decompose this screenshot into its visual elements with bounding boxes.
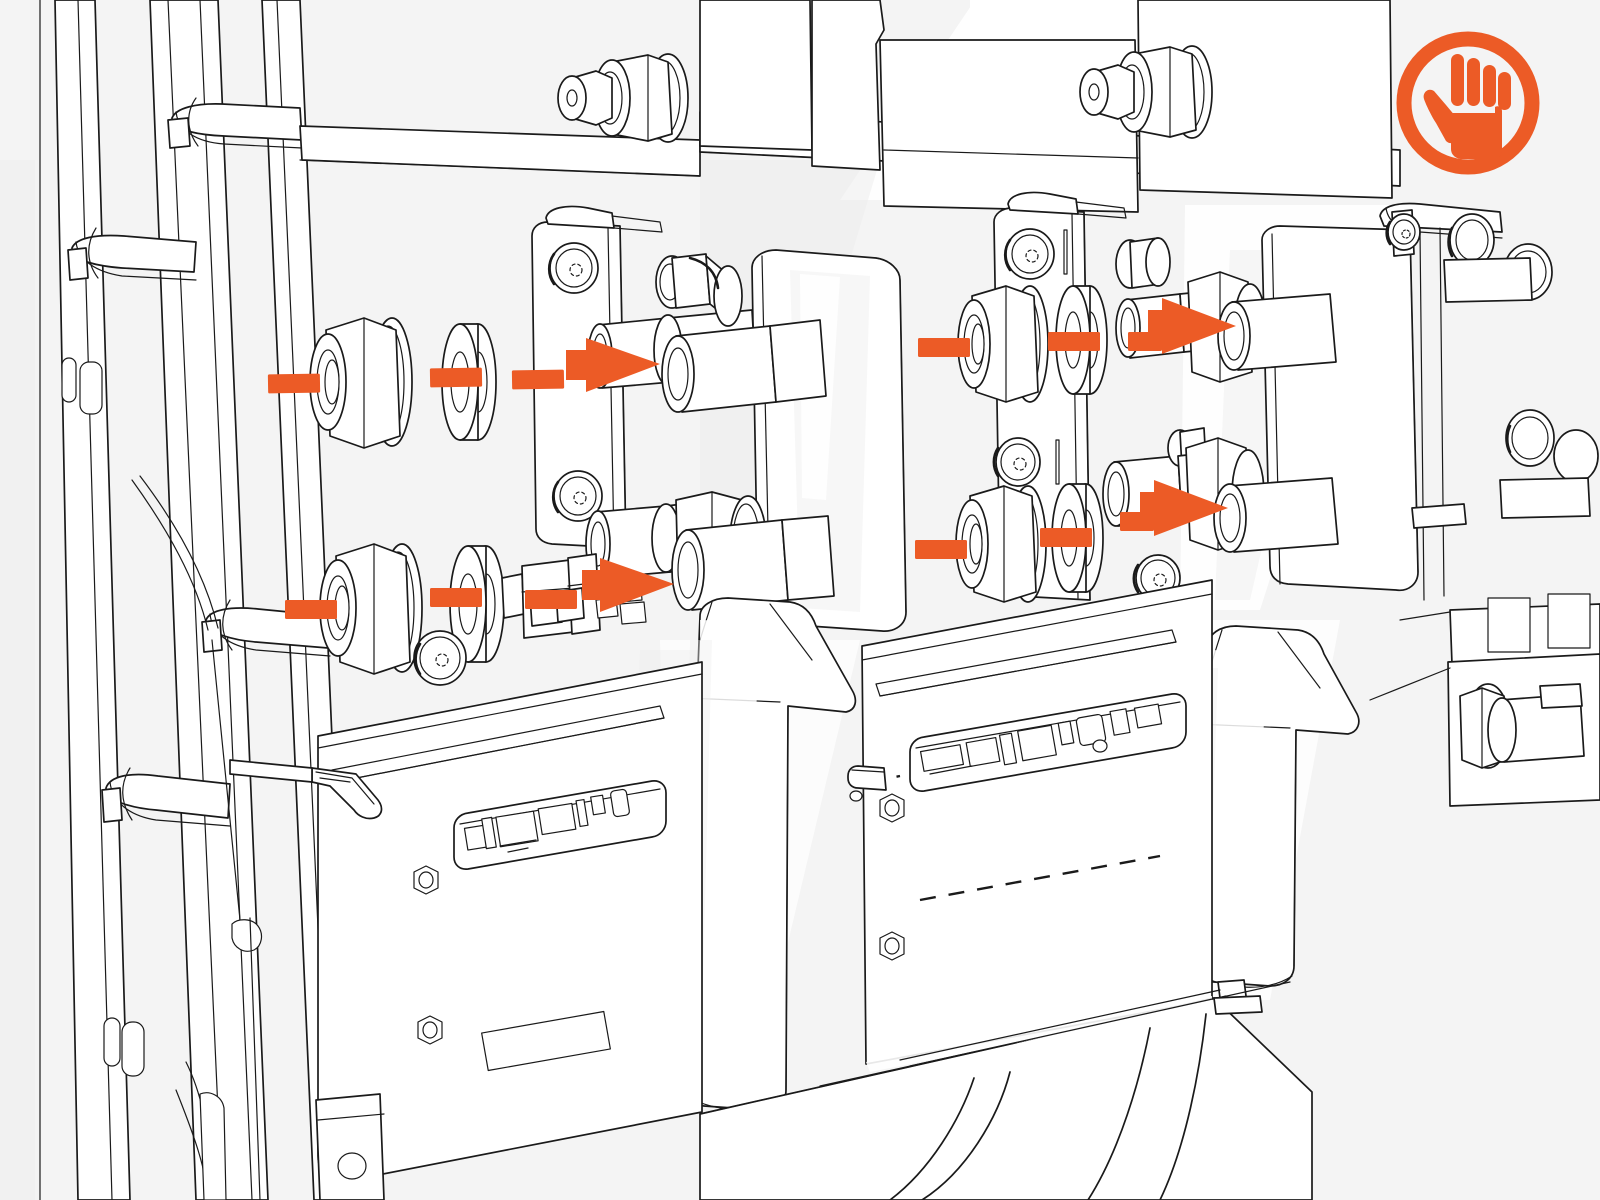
hanging-cable xyxy=(889,1013,1207,1200)
bottom-deck xyxy=(699,774,1313,1200)
right-lower-panel xyxy=(1369,593,1600,807)
back-panel-upper xyxy=(699,0,1393,213)
rivet xyxy=(547,242,599,294)
circuit-connector-right xyxy=(909,693,1187,792)
rivet xyxy=(551,470,603,522)
far-right-bracket xyxy=(1379,202,1599,601)
hex-hole xyxy=(879,793,905,823)
cable-clamp xyxy=(67,97,331,827)
rivet xyxy=(992,437,1041,487)
arrow-upper-right xyxy=(918,298,1236,357)
flange-nut-lower-left xyxy=(319,543,423,675)
arrow-lower-left xyxy=(285,558,674,619)
arrow-lower-right xyxy=(915,480,1228,559)
flange-nut-lower-right xyxy=(955,485,1047,603)
wrench-tab xyxy=(229,759,383,820)
circuit-connector-left xyxy=(453,780,667,870)
mounting-plate-center xyxy=(531,205,663,549)
flange-nut-upper-right xyxy=(957,285,1049,403)
left-back-structure xyxy=(185,639,385,1200)
flange-nut-upper-left xyxy=(309,317,413,449)
stud-bolt-lower xyxy=(585,491,835,611)
hex-hole xyxy=(879,931,905,961)
arrow-upper-left xyxy=(267,338,660,394)
bolt-head-center-upper xyxy=(655,253,743,327)
wire-bundle xyxy=(131,475,219,631)
hex-hole xyxy=(417,1015,443,1045)
chassis-panel-right xyxy=(861,579,1213,1065)
top-bolt-right xyxy=(1079,45,1213,139)
bracket-tab xyxy=(847,765,887,802)
hex-hole xyxy=(413,865,439,895)
top-bolt-left xyxy=(557,53,689,143)
rivet xyxy=(1003,228,1055,280)
round-cap-lower-left xyxy=(413,630,467,686)
